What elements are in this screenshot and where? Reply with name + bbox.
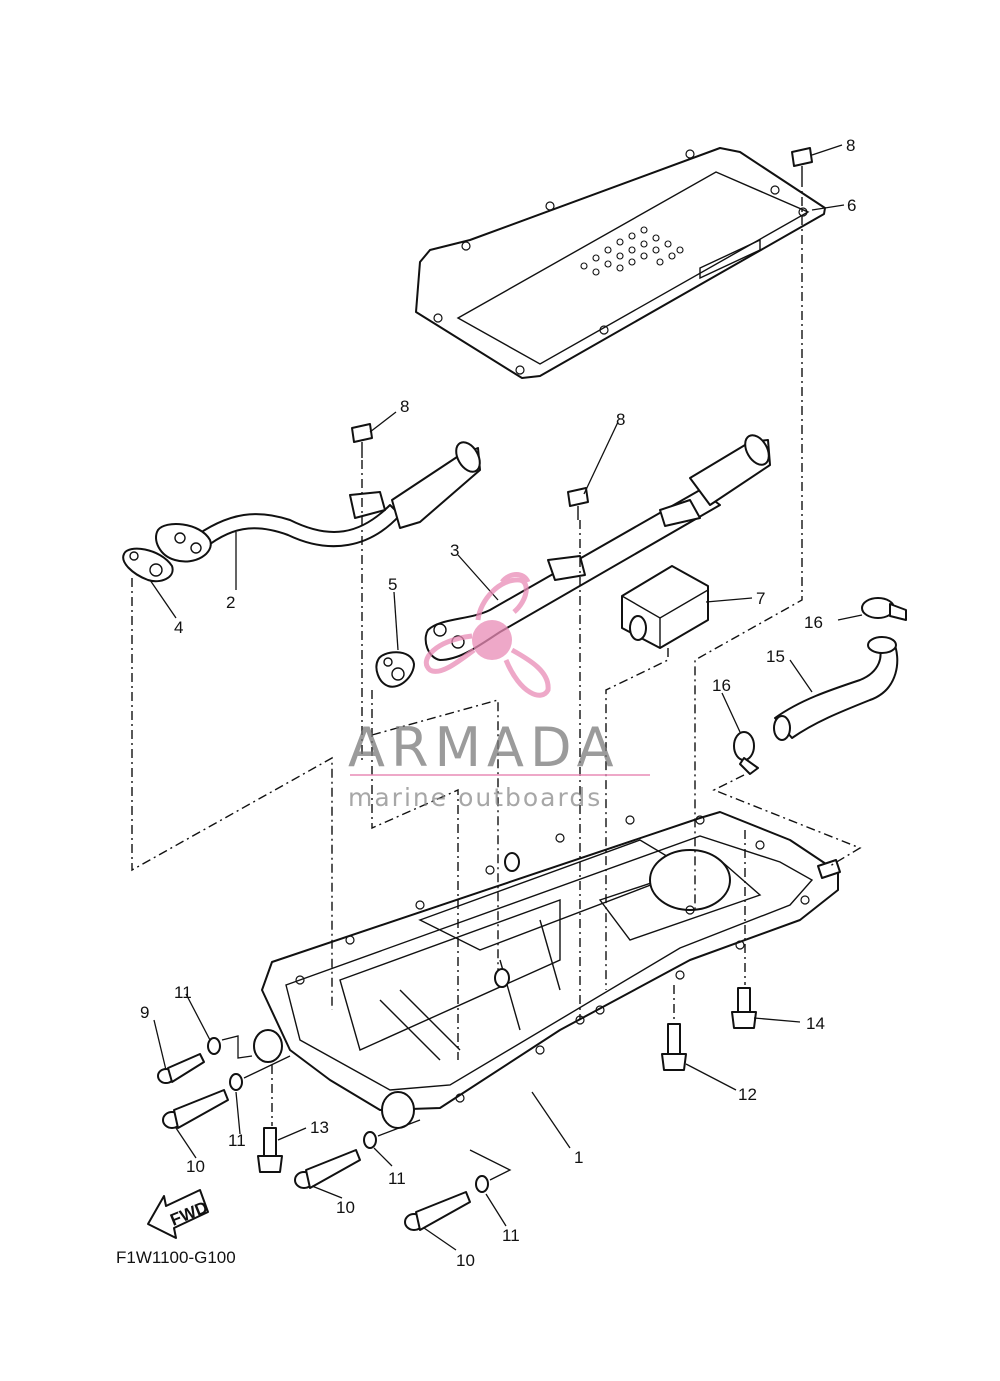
washer-part-11-a: [207, 1037, 221, 1055]
oil-pipe-part-3: [424, 434, 771, 661]
propeller-icon: [423, 572, 551, 698]
baffle-plate-part-6: [415, 147, 826, 379]
callout-11-c: 11: [388, 1169, 406, 1188]
bolt-part-8-left: [351, 423, 373, 458]
bolt-part-14: [731, 987, 757, 1029]
callout-9: 9: [140, 1003, 149, 1022]
bolt-part-12: [661, 1023, 687, 1071]
bolt-part-9: [157, 1053, 205, 1084]
callout-11-a: 11: [174, 983, 192, 1002]
bolt-part-10-c: [404, 1191, 471, 1231]
callout-1: 1: [574, 1148, 583, 1167]
callout-16-lower: 16: [712, 676, 731, 695]
callout-10-b: 10: [336, 1198, 355, 1217]
fwd-arrow-icon: FWD: [147, 1189, 211, 1239]
callout-10-c: 10: [456, 1251, 475, 1270]
bolt-part-10-b: [294, 1149, 361, 1189]
washer-part-11-b: [229, 1073, 243, 1091]
callout-numbers: 8 6 8 8 3 2 4 5 7 16 15 16 14 12 1 13 9 …: [140, 136, 856, 1270]
washer-brackets: [221, 1035, 512, 1181]
callout-2: 2: [226, 593, 235, 612]
oil-pipe-part-2: [155, 441, 481, 563]
callout-12: 12: [738, 1085, 757, 1104]
hose-clamp-part-16-lower: [733, 731, 759, 775]
callout-11-d: 11: [502, 1226, 520, 1245]
callout-16-top: 16: [804, 613, 823, 632]
strainer-part-7: [621, 565, 709, 649]
callout-3: 3: [450, 541, 459, 560]
oil-hose-part-15: [773, 636, 899, 741]
callout-10-a: 10: [186, 1157, 205, 1176]
callout-8-middle: 8: [616, 410, 625, 429]
callout-13: 13: [310, 1118, 329, 1137]
callout-7: 7: [756, 589, 765, 608]
callout-14: 14: [806, 1014, 825, 1033]
gasket-part-5: [375, 651, 415, 688]
bolt-part-8-top: [791, 147, 813, 178]
bolt-part-8-middle: [567, 487, 589, 520]
diagram-code: F1W1100-G100: [116, 1248, 236, 1267]
callout-8-top: 8: [846, 136, 855, 155]
watermark-brand: ARMADA: [348, 716, 620, 779]
bolt-part-13: [257, 1127, 283, 1173]
gasket-part-4: [122, 547, 174, 583]
armada-logo-watermark: ARMADA marine outboards: [348, 572, 650, 812]
callout-6: 6: [847, 196, 856, 215]
watermark-tagline: marine outboards: [348, 783, 602, 812]
washer-part-11-c: [363, 1131, 377, 1149]
callout-4: 4: [174, 618, 183, 637]
callout-8-left: 8: [400, 397, 409, 416]
callout-15: 15: [766, 647, 785, 666]
washer-part-11-d: [475, 1175, 489, 1193]
callout-11-b: 11: [228, 1131, 246, 1150]
callout-leaders: [149, 144, 863, 1251]
alignment-lines: [131, 178, 862, 1126]
hose-clamp-part-16-top: [861, 597, 907, 621]
bolt-part-10-a: [162, 1089, 229, 1129]
oil-pan-part-1: [253, 811, 841, 1129]
callout-5: 5: [388, 575, 397, 594]
